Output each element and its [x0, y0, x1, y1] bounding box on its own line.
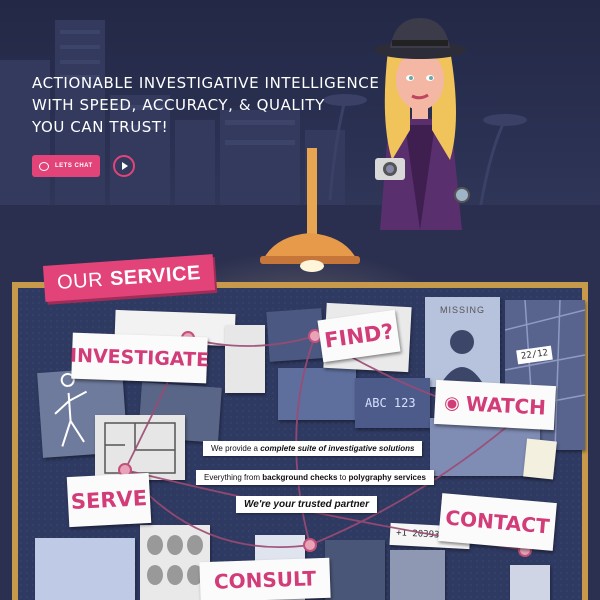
strip-background-b1: background checks	[262, 473, 338, 482]
floor-plan	[95, 415, 185, 480]
strip-suite-em: complete suite of investigative solution…	[260, 444, 415, 453]
hero-headline: ACTIONABLE INVESTIGATIVE INTELLIGENCE WI…	[32, 72, 379, 138]
detective-illustration	[374, 18, 470, 230]
strip-background: Everything from background checks to pol…	[196, 470, 434, 485]
missing-person-silhouette	[442, 330, 482, 382]
notice-paper	[225, 325, 265, 393]
hero-section: ACTIONABLE INVESTIGATIVE INTELLIGENCE WI…	[0, 0, 600, 230]
building-photo	[35, 538, 135, 600]
note-card	[523, 438, 557, 480]
strip-suite-prefix: We provide a	[211, 444, 261, 453]
strip-suite: We provide a complete suite of investiga…	[203, 441, 423, 456]
strip-background-mid: to	[337, 473, 349, 482]
photo-car-night	[278, 368, 356, 420]
photo-license-plate: ABC 123	[355, 378, 430, 428]
service-watch-label: WATCH	[465, 391, 547, 420]
service-investigate[interactable]: INVESTIGATE	[69, 332, 210, 384]
lets-chat-button[interactable]: LETS CHAT	[32, 155, 100, 177]
missing-label: MISSING	[440, 305, 486, 315]
missing-poster: MISSING	[425, 297, 500, 387]
photo-couple	[325, 540, 385, 600]
service-serve[interactable]: SERVE	[66, 472, 152, 528]
headline-line-2: WITH SPEED, ACCURACY, & QUALITY	[32, 96, 325, 114]
headline-line-1: ACTIONABLE INVESTIGATIVE INTELLIGENCE	[32, 74, 380, 92]
service-investigate-label: INVESTIGATE	[69, 344, 210, 372]
service-watch[interactable]: ◉ WATCH	[433, 379, 557, 431]
service-contact[interactable]: CONTACT	[438, 493, 557, 551]
strip-partner-text: We're your trusted partner	[244, 499, 369, 510]
desk-lamp-icon	[260, 148, 360, 272]
alarm-clock-icon	[510, 565, 550, 600]
service-consult[interactable]: CONSULT	[199, 557, 331, 600]
service-consult-label: CONSULT	[213, 566, 317, 594]
city-skyline-illustration	[0, 20, 600, 230]
floor-plan-lines	[104, 422, 176, 474]
service-contact-label: CONTACT	[444, 505, 551, 539]
play-video-button[interactable]	[113, 155, 135, 177]
chat-bubble-icon	[39, 161, 49, 171]
pin-consult	[303, 538, 317, 552]
strip-background-b2: polygraphy services	[348, 473, 426, 482]
our-service-prefix: OUR	[56, 268, 104, 294]
our-service-bold: SERVICE	[109, 261, 202, 290]
service-find-label: FIND?	[322, 319, 396, 353]
lets-chat-label: LETS CHAT	[55, 163, 93, 169]
body-outline-icon	[54, 372, 88, 447]
photo-crime-scene	[37, 367, 128, 458]
play-icon	[122, 162, 128, 170]
padlock-photo	[390, 550, 445, 600]
eye-icon: ◉	[443, 391, 461, 414]
strip-background-prefix: Everything from	[204, 473, 263, 482]
headline-line-3: YOU CAN TRUST!	[32, 118, 169, 136]
strip-partner: We're your trusted partner	[236, 496, 377, 513]
service-serve-label: SERVE	[70, 486, 148, 514]
license-plate-text: ABC 123	[365, 396, 416, 410]
